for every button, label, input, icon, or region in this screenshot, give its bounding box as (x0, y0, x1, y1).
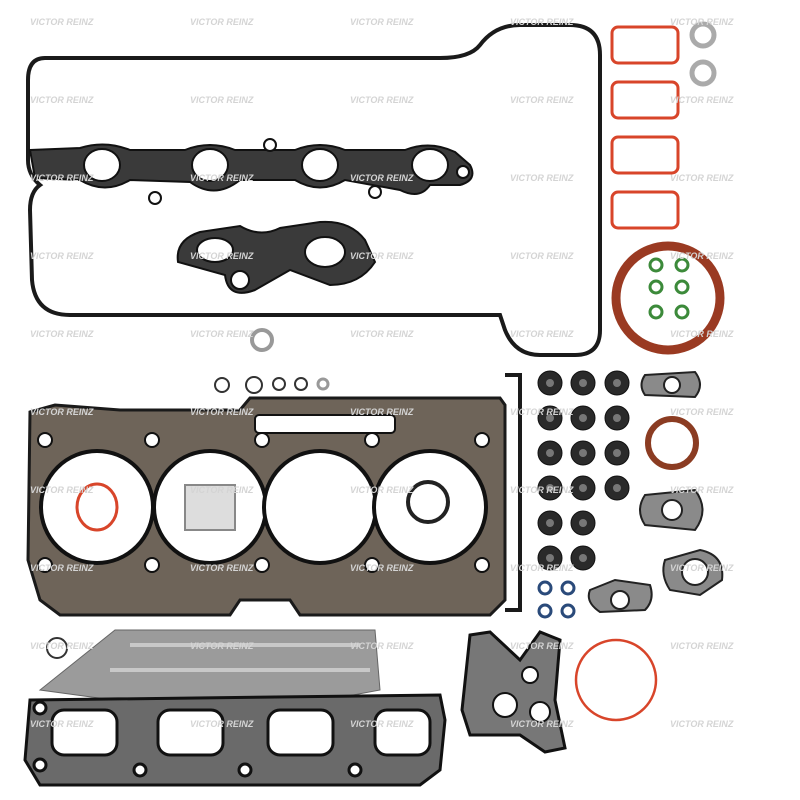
cylinder-bores (39, 449, 488, 565)
watermark-text: VICTOR REINZ (510, 329, 574, 339)
watermark-text: VICTOR REINZ (670, 563, 734, 573)
watermark-text: VICTOR REINZ (190, 719, 254, 729)
watermark-text: VICTOR REINZ (670, 485, 734, 495)
exhaust-ports (32, 700, 432, 778)
valve-stem-seal-center (613, 484, 621, 492)
watermark-text: VICTOR REINZ (190, 641, 254, 651)
watermark-text: VICTOR REINZ (510, 641, 574, 651)
watermark-text: VICTOR REINZ (670, 95, 734, 105)
intake-rectangle-gaskets (610, 25, 680, 230)
watermark-text: VICTOR REINZ (510, 407, 574, 417)
watermark-text: VICTOR REINZ (350, 251, 414, 261)
watermark-text: VICTOR REINZ (510, 485, 574, 495)
valve-stem-seal-center (613, 414, 621, 422)
washers (689, 21, 717, 87)
valve-stem-seal-center (546, 554, 554, 562)
intake-ports (83, 138, 470, 205)
watermark-text: VICTOR REINZ (510, 17, 574, 27)
watermark-text: VICTOR REINZ (190, 251, 254, 261)
o-rings-row (46, 328, 330, 659)
red-o-ring (574, 638, 658, 722)
valve-stem-seals (537, 370, 630, 571)
valve-stem-seal-center (613, 379, 621, 387)
watermark-text: VICTOR REINZ (350, 563, 414, 573)
exhaust-manifold-gasket (23, 693, 447, 787)
watermark-text: VICTOR REINZ (30, 641, 94, 651)
watermark-text: VICTOR REINZ (670, 719, 734, 729)
watermark-text: VICTOR REINZ (670, 251, 734, 261)
valve-stem-seal-center (579, 379, 587, 387)
watermark-text: VICTOR REINZ (510, 251, 574, 261)
watermark-text: VICTOR REINZ (190, 485, 254, 495)
watermark-text: VICTOR REINZ (670, 407, 734, 417)
watermark-text: VICTOR REINZ (510, 719, 574, 729)
watermark-text: VICTOR REINZ (30, 17, 94, 27)
valve-stem-seal-center (613, 449, 621, 457)
valve-stem-seal-center (579, 414, 587, 422)
valve-stem-seal-center (546, 414, 554, 422)
intake-manifold-gasket (28, 143, 474, 195)
watermark-text: VICTOR REINZ (30, 407, 94, 417)
watermark-text: VICTOR REINZ (190, 173, 254, 183)
watermark-text: VICTOR REINZ (190, 17, 254, 27)
watermark-text: VICTOR REINZ (350, 641, 414, 651)
watermark-text: VICTOR REINZ (190, 563, 254, 573)
valve-stem-seal-center (579, 484, 587, 492)
watermark-text: VICTOR REINZ (350, 719, 414, 729)
watermark-text: VICTOR REINZ (350, 95, 414, 105)
crankshaft-seal (611, 241, 725, 355)
watermark-text: VICTOR REINZ (670, 173, 734, 183)
valve-stem-seal-center (579, 519, 587, 527)
watermark-grid: VICTOR REINZ VICTOR REINZ VICTOR REINZ VICT… (30, 17, 734, 729)
watermark-text: VICTOR REINZ (190, 95, 254, 105)
valve-stem-seal-center (546, 519, 554, 527)
valve-stem-seal-center (579, 449, 587, 457)
watermark-text: VICTOR REINZ (350, 485, 414, 495)
valve-stem-seal-center (546, 484, 554, 492)
valve-stem-seal-center (546, 379, 554, 387)
oil-seal (645, 416, 699, 470)
watermark-text: VICTOR REINZ (510, 173, 574, 183)
watermark-text: VICTOR REINZ (670, 641, 734, 651)
watermark-text: VICTOR REINZ (350, 17, 414, 27)
watermark-text: VICTOR REINZ (30, 251, 94, 261)
green-o-rings (648, 257, 690, 320)
watermark-text: VICTOR REINZ (510, 563, 574, 573)
watermark-text: VICTOR REINZ (30, 95, 94, 105)
valve-cover-gasket (26, 23, 602, 357)
valve-stem-seal-center (579, 554, 587, 562)
watermark-text: VICTOR REINZ (30, 563, 94, 573)
watermark-text: VICTOR REINZ (30, 719, 94, 729)
watermark-text: VICTOR REINZ (30, 485, 94, 495)
watermark-text: VICTOR REINZ (350, 173, 414, 183)
small-blue-seals (537, 580, 576, 619)
watermark-text: VICTOR REINZ (190, 407, 254, 417)
watermark-text: VICTOR REINZ (350, 407, 414, 417)
valve-stem-seal-center (546, 449, 554, 457)
watermark-text: VICTOR REINZ (30, 173, 94, 183)
watermark-text: VICTOR REINZ (510, 95, 574, 105)
watermark-text: VICTOR REINZ (350, 329, 414, 339)
watermark-text: VICTOR REINZ (190, 329, 254, 339)
watermark-text: VICTOR REINZ (670, 329, 734, 339)
watermark-text: VICTOR REINZ (30, 329, 94, 339)
watermark-text: VICTOR REINZ (670, 17, 734, 27)
